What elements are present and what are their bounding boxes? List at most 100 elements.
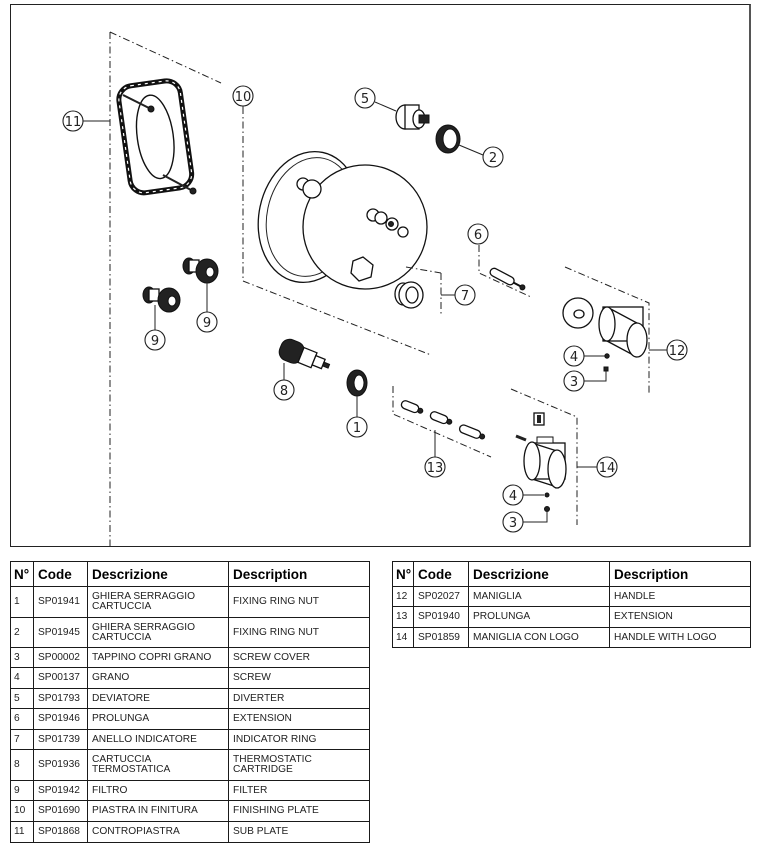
svg-text:1: 1 bbox=[353, 421, 361, 436]
cell-code: SP02027 bbox=[413, 586, 469, 607]
table-header-row: N° Code Descrizione Description bbox=[10, 561, 370, 587]
svg-text:6: 6 bbox=[474, 228, 482, 243]
callout-3-lower: 3 bbox=[502, 511, 548, 533]
cell-descrizione: MANIGLIA CON LOGO bbox=[468, 627, 610, 648]
svg-text:4: 4 bbox=[509, 489, 517, 504]
cell-code: SP01941 bbox=[33, 586, 88, 618]
header-descrizione: Descrizione bbox=[468, 561, 610, 587]
header-num: N° bbox=[10, 561, 34, 587]
cell-description: SUB PLATE bbox=[228, 821, 370, 843]
cell-descrizione: TAPPINO COPRI GRANO bbox=[87, 647, 229, 668]
cell-description: SCREW COVER bbox=[228, 647, 370, 668]
cell-num: 13 bbox=[392, 606, 414, 628]
svg-text:11: 11 bbox=[65, 115, 82, 130]
header-description: Description bbox=[228, 561, 370, 587]
diagram-svg: .dash { fill:none; stroke:#222; stroke-w… bbox=[62, 31, 688, 548]
callout-8: 8 bbox=[273, 363, 295, 401]
callout-4-lower: 4 bbox=[502, 484, 544, 506]
cell-description: FINISHING PLATE bbox=[228, 800, 370, 822]
cell-code: SP01739 bbox=[33, 729, 88, 750]
cell-num: 10 bbox=[10, 800, 34, 822]
callout-5: 5 bbox=[354, 87, 397, 112]
cell-code: SP00002 bbox=[33, 647, 88, 668]
cell-num: 9 bbox=[10, 780, 34, 801]
cell-descrizione: PROLUNGA bbox=[87, 708, 229, 730]
cell-descrizione: GHIERA SERRAGGIO CARTUCCIA bbox=[87, 617, 229, 648]
cell-num: 7 bbox=[10, 729, 34, 750]
svg-text:7: 7 bbox=[461, 289, 469, 304]
part-1-ring-nut bbox=[346, 369, 368, 397]
callout-14: 14 bbox=[577, 456, 618, 478]
part-7-indicator-ring bbox=[394, 273, 442, 315]
svg-text:14: 14 bbox=[599, 461, 616, 476]
svg-text:3: 3 bbox=[570, 375, 578, 390]
callout-7: 7 bbox=[441, 284, 476, 306]
cell-description: SCREW bbox=[228, 667, 370, 689]
cell-description: HANDLE bbox=[609, 586, 751, 607]
cell-description: INDICATOR RING bbox=[228, 729, 370, 750]
cell-description: FIXING RING NUT bbox=[228, 617, 370, 648]
svg-text:10: 10 bbox=[235, 90, 252, 105]
cell-code: SP01936 bbox=[33, 749, 88, 781]
cell-code: SP00137 bbox=[33, 667, 88, 689]
header-descrizione: Descrizione bbox=[87, 561, 229, 587]
callout-2: 2 bbox=[458, 144, 504, 168]
header-code: Code bbox=[413, 561, 469, 587]
part-8-thermostatic-cartridge bbox=[278, 338, 331, 370]
svg-text:9: 9 bbox=[151, 334, 159, 349]
cell-descrizione: CARTUCCIA TERMOSTATICA bbox=[87, 749, 229, 781]
cell-descrizione: DEVIATORE bbox=[87, 688, 229, 709]
cell-code: SP01946 bbox=[33, 708, 88, 730]
callout-11: 11 bbox=[62, 110, 110, 132]
part-14-handle-with-logo bbox=[510, 388, 578, 525]
cell-description: DIVERTER bbox=[228, 688, 370, 709]
cell-code: SP01940 bbox=[413, 606, 469, 628]
callout-10: 10 bbox=[232, 85, 254, 109]
svg-text:13: 13 bbox=[427, 461, 444, 476]
callout-6: 6 bbox=[467, 223, 489, 245]
svg-text:12: 12 bbox=[669, 344, 686, 359]
callout-9-right: 9 bbox=[196, 280, 218, 333]
cell-descrizione: ANELLO INDICATORE bbox=[87, 729, 229, 750]
cell-descrizione: FILTRO bbox=[87, 780, 229, 801]
part-9-filter-b bbox=[182, 257, 219, 284]
cell-num: 11 bbox=[10, 821, 34, 843]
callout-12: 12 bbox=[649, 339, 688, 361]
cell-descrizione: GHIERA SERRAGGIO CARTUCCIA bbox=[87, 586, 229, 618]
exploded-diagram: .dash { fill:none; stroke:#222; stroke-w… bbox=[10, 4, 751, 548]
cell-descrizione: PIASTRA IN FINITURA bbox=[87, 800, 229, 822]
part-11-sub-plate bbox=[109, 31, 222, 548]
cell-code: SP01942 bbox=[33, 780, 88, 801]
part-13-extensions bbox=[392, 386, 492, 458]
part-5-diverter bbox=[395, 104, 430, 130]
cell-num: 1 bbox=[10, 586, 34, 618]
cell-description: EXTENSION bbox=[228, 708, 370, 730]
svg-text:2: 2 bbox=[489, 151, 497, 166]
cell-description: EXTENSION bbox=[609, 606, 751, 628]
cell-num: 5 bbox=[10, 688, 34, 709]
part-2-ring-nut bbox=[435, 124, 461, 154]
svg-text:3: 3 bbox=[509, 516, 517, 531]
cell-code: SP01868 bbox=[33, 821, 88, 843]
header-num: N° bbox=[392, 561, 414, 587]
part-9-filter-a bbox=[142, 286, 181, 313]
cell-description: FIXING RING NUT bbox=[228, 586, 370, 618]
svg-text:9: 9 bbox=[203, 316, 211, 331]
header-code: Code bbox=[33, 561, 88, 587]
